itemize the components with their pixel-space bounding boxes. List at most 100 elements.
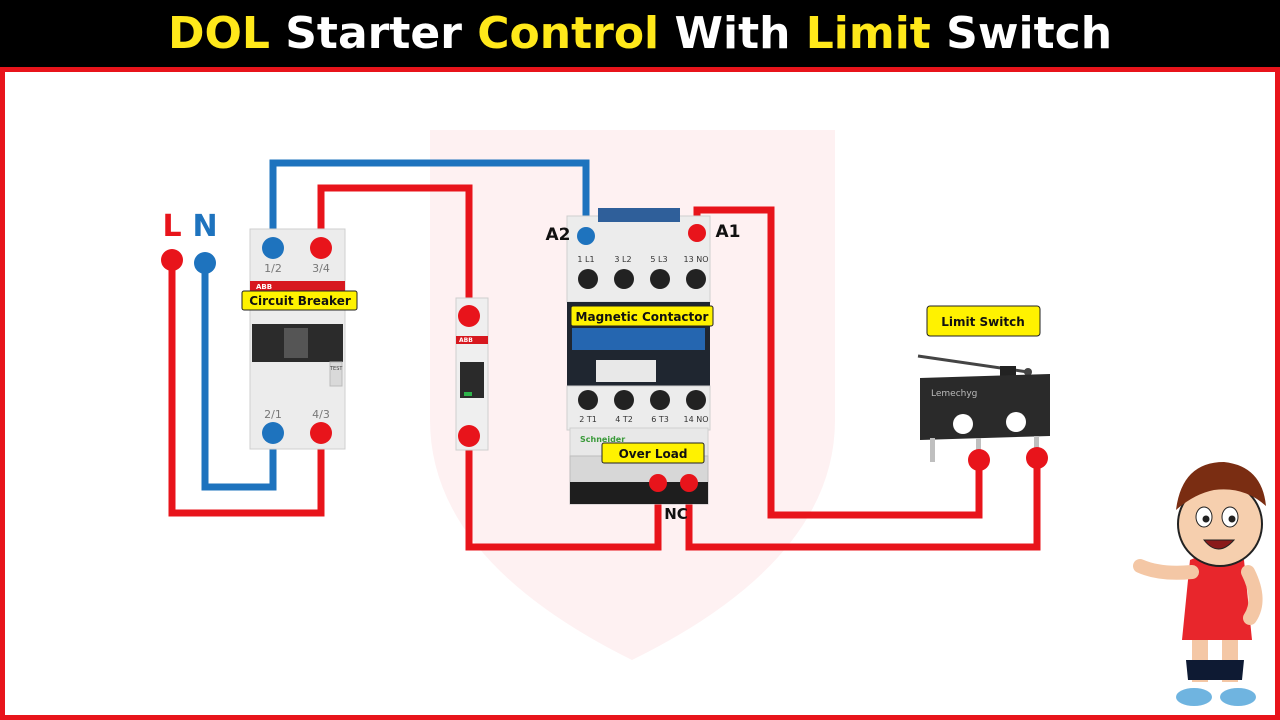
magnetic-contactor: 1 L1 3 L2 5 L3 13 NO 2 T1 4 T2 6 T3 14 N… [546,208,741,431]
breaker-terminal-1-2: 1/2 [264,262,282,275]
title-bar: DOL Starter Control With Limit Switch [0,0,1280,72]
contactor-top-screw-1 [578,269,598,289]
limit-switch-roller [1024,368,1032,376]
title-limit: Limit [805,8,931,59]
limit-switch-plunger [1000,366,1016,378]
overload-tag [601,442,705,464]
mascot-shorts [1186,660,1244,680]
overload-label: Over Load [619,447,688,461]
breaker-label: Circuit Breaker [249,294,351,308]
wire-nc-to-limit [685,458,1041,551]
title-control: Control [477,8,660,59]
contactor-top-screw-2 [614,269,634,289]
limit-switch-tag [926,305,1041,337]
wire-a1-to-limit [693,206,983,519]
overload-nc-label: NC [664,505,688,523]
page-title: DOL Starter Control With Limit Switch [168,8,1112,60]
contactor-blue-panel [572,328,705,350]
breaker-terminal-2-1: 2/1 [264,408,282,421]
limit-switch-brand: Lemechyg [931,389,977,399]
title-switch: Switch [930,8,1113,59]
mascot-hair [1176,462,1266,510]
contactor-window [596,360,656,382]
breaker-screw-top-left [262,237,284,259]
contactor-bottom-screw-4 [686,390,706,410]
overload-base [570,482,708,504]
mascot-mouth [1202,539,1236,550]
wire-line-supply [168,260,325,517]
limit-switch-hole-right [1006,412,1026,432]
line-terminal [161,249,183,271]
limit-switch-body [920,374,1050,440]
breaker-screw-bottom-right [310,422,332,444]
title-with: With [659,8,806,59]
contactor-a2-label: A2 [546,225,571,245]
mcb: ABB [455,297,489,451]
neutral-terminal [194,252,216,274]
title-starter: Starter [269,8,478,59]
mcb-screw-bottom [458,425,480,447]
contactor-bottom-terminal-3: 6 T3 [651,415,669,424]
contactor-bottom-terminal-2: 4 T2 [615,415,633,424]
breaker-handle [284,328,308,358]
limit-switch-hole-left [953,414,973,434]
limit-switch-pin-1 [930,438,935,462]
contactor-a1-label: A1 [716,222,741,242]
contactor-tag [570,305,714,327]
mascot-arm-right [1241,565,1263,625]
overload-terminal-right [680,474,698,492]
breaker-tag [241,290,358,311]
overload-relay: Schneider Over Load NC [569,427,709,523]
breaker-brand: ABB [256,283,272,291]
contactor-top-terminal-4: 13 NO [683,255,708,264]
breaker-screw-top-right [310,237,332,259]
contactor-top-screw-4 [686,269,706,289]
mcb-stripe [456,336,488,344]
breaker-terminal-3-4: 3/4 [312,262,330,275]
contactor-label: Magnetic Contactor [576,310,709,324]
overload-terminal-left [649,474,667,492]
mascot-pupil-right [1228,515,1236,523]
mascot-character [1133,462,1266,706]
wire-neutral-to-a2 [269,159,590,248]
contactor-a1-terminal [688,224,706,242]
limit-switch-terminal-left [968,449,990,471]
contactor-bottom-terminal-4: 14 NO [683,415,708,424]
contactor-bottom-screw-2 [614,390,634,410]
contactor-bottom-screw-1 [578,390,598,410]
mascot-shoe-right [1220,688,1256,706]
mcb-indicator [464,392,472,396]
breaker-stripe [250,281,345,291]
mcb-brand: ABB [459,337,473,344]
title-dol: DOL [167,8,270,59]
contactor-top-terminal-1: 1 L1 [577,255,594,264]
contactor-a2-terminal [577,227,595,245]
line-label: L [162,209,181,244]
overload-brand: Schneider [580,435,625,444]
neutral-label: N [192,209,217,244]
wire-line-to-mcb [317,184,473,316]
limit-switch-terminal-right [1026,447,1048,469]
mascot-shirt [1182,554,1252,640]
limit-switch-label: Limit Switch [941,315,1025,329]
mascot-pupil-left [1202,515,1210,523]
contactor-bottom-terminal-1: 2 T1 [579,415,597,424]
breaker-terminal-4-3: 4/3 [312,408,330,421]
contactor-coil-cap [598,208,680,222]
breaker-screw-bottom-left [262,422,284,444]
wire-neutral-supply [201,263,277,491]
contactor-top-terminal-3: 5 L3 [650,255,667,264]
breaker-test-label: TEST [329,366,343,372]
mascot-shoe-left [1176,688,1212,706]
mascot-arm-left [1133,559,1199,580]
mcb-screw-top [458,305,480,327]
circuit-breaker: ABB TEST 1/2 3/4 2/1 4/3 Circuit Breaker [241,228,358,450]
wires [168,159,1041,551]
breaker-test-button [329,361,343,387]
contactor-top-terminal-2: 3 L2 [614,255,631,264]
contactor-top-screw-3 [650,269,670,289]
wire-mcb-to-overload [465,436,662,551]
contactor-bottom-screw-3 [650,390,670,410]
limit-switch: Limit Switch Lemechyg [917,305,1050,471]
